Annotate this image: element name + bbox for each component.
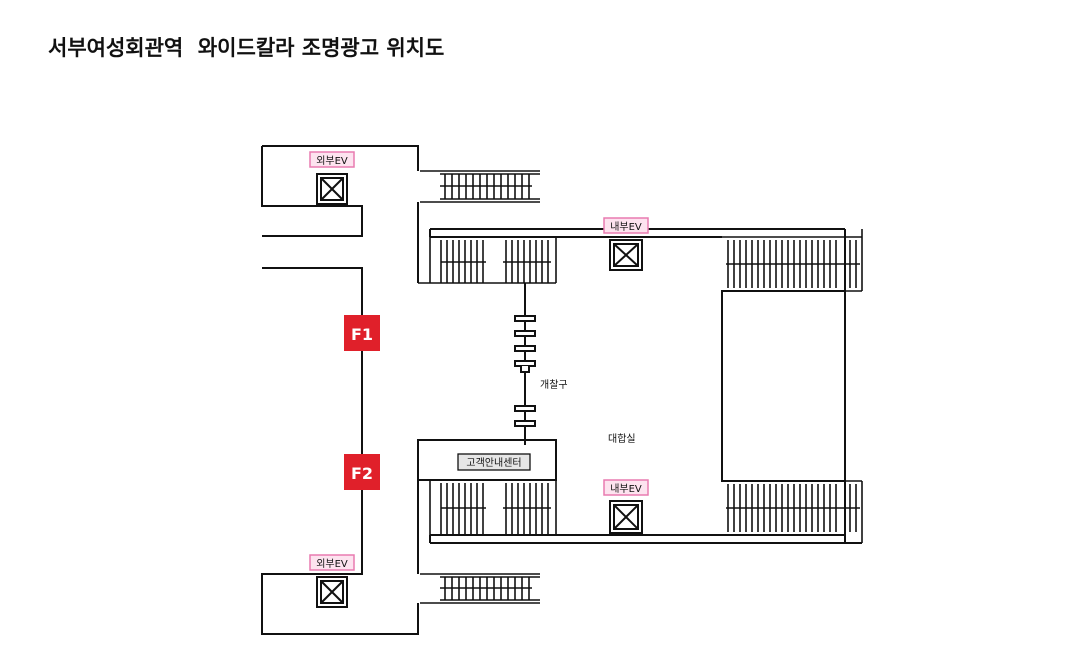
stair-right-upper: [722, 229, 863, 292]
svg-text:내부EV: 내부EV: [610, 483, 642, 495]
stair-top-outer: [420, 170, 540, 203]
left-mid-wall: [261, 267, 419, 635]
svg-text:고객안내센터: 고객안내센터: [466, 457, 521, 469]
info-center-label: 고객안내센터: [457, 453, 531, 471]
svg-text:외부EV: 외부EV: [316, 558, 348, 570]
ev-label-inner-top: 내부EV: [603, 217, 649, 234]
ev-label-outer-top: 외부EV: [309, 151, 355, 168]
ticket-gates: [514, 315, 536, 427]
elevator-inner-bottom-icon: [609, 500, 643, 534]
left-top-wall: [262, 145, 419, 171]
info-center-box: [417, 439, 557, 481]
stair-right-lower: [722, 480, 863, 543]
ev-label-outer-bottom: 외부EV: [309, 554, 355, 571]
ev-label-inner-bottom: 내부EV: [603, 479, 649, 496]
elevator-outer-bottom-icon: [316, 576, 348, 608]
gate-label: 개찰구: [540, 379, 568, 391]
hall-label: 대합실: [608, 433, 636, 445]
stair-bottom-outer: [420, 573, 540, 604]
ad-marker-f1: F1: [344, 315, 380, 351]
page-title: 서부여성회관역 와이드칼라 조명광고 위치도: [48, 36, 445, 60]
stairs: [418, 170, 863, 604]
svg-text:F1: F1: [351, 325, 373, 344]
stair-lower-left: [429, 480, 557, 535]
ad-marker-f2: F2: [344, 454, 380, 490]
svg-text:내부EV: 내부EV: [610, 221, 642, 233]
svg-text:F2: F2: [351, 464, 373, 483]
svg-text:외부EV: 외부EV: [316, 155, 348, 167]
left-top-inner-wall: [261, 146, 363, 237]
stair-upper-left: [418, 237, 557, 284]
right-platform: [721, 290, 846, 482]
elevator-inner-top-icon: [609, 239, 643, 271]
elevator-outer-top-icon: [316, 173, 348, 205]
